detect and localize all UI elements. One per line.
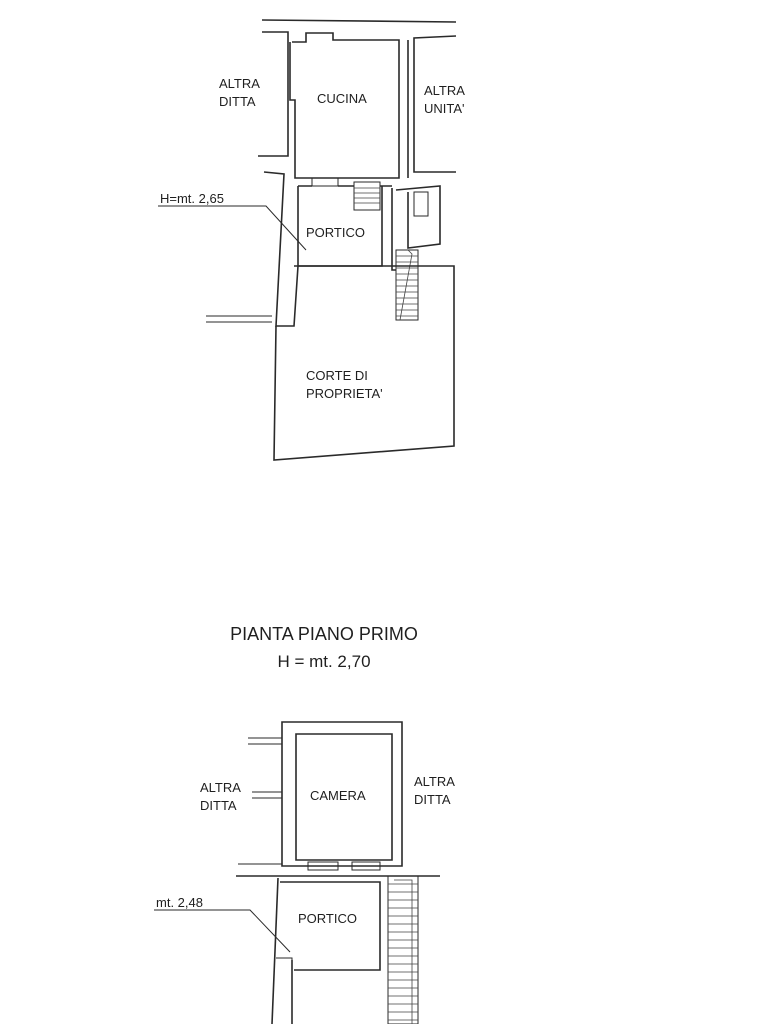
label-altra-unita: ALTRA UNITA'	[424, 82, 465, 118]
label-cucina: CUCINA	[317, 91, 367, 106]
label-altra-ditta-first-right: ALTRA DITTA	[414, 773, 455, 809]
label-line: CORTE DI	[306, 368, 368, 383]
label-line: DITTA	[200, 798, 237, 813]
first-floor-plan	[154, 721, 440, 1024]
label-portico-ground: PORTICO	[306, 225, 365, 240]
label-corte: CORTE DI PROPRIETA'	[306, 367, 383, 403]
height-callout-ground: H=mt. 2,65	[160, 191, 224, 206]
label-line: UNITA'	[424, 101, 465, 116]
label-altra-ditta-ground: ALTRA DITTA	[219, 75, 260, 111]
label-portico-first: PORTICO	[298, 911, 357, 926]
first-floor-title: PIANTA PIANO PRIMO	[230, 624, 418, 644]
label-line: ALTRA	[219, 76, 260, 91]
label-camera: CAMERA	[310, 788, 366, 803]
label-line: ALTRA	[424, 83, 465, 98]
label-line: DITTA	[219, 94, 256, 109]
label-line: DITTA	[414, 792, 451, 807]
label-line: PROPRIETA'	[306, 386, 383, 401]
label-line: ALTRA	[200, 780, 241, 795]
label-altra-ditta-first-left: ALTRA DITTA	[200, 779, 241, 815]
first-floor-height: H = mt. 2,70	[277, 652, 371, 671]
label-line: ALTRA	[414, 774, 455, 789]
ground-floor-plan	[158, 19, 457, 461]
height-callout-first: mt. 2,48	[156, 895, 203, 910]
